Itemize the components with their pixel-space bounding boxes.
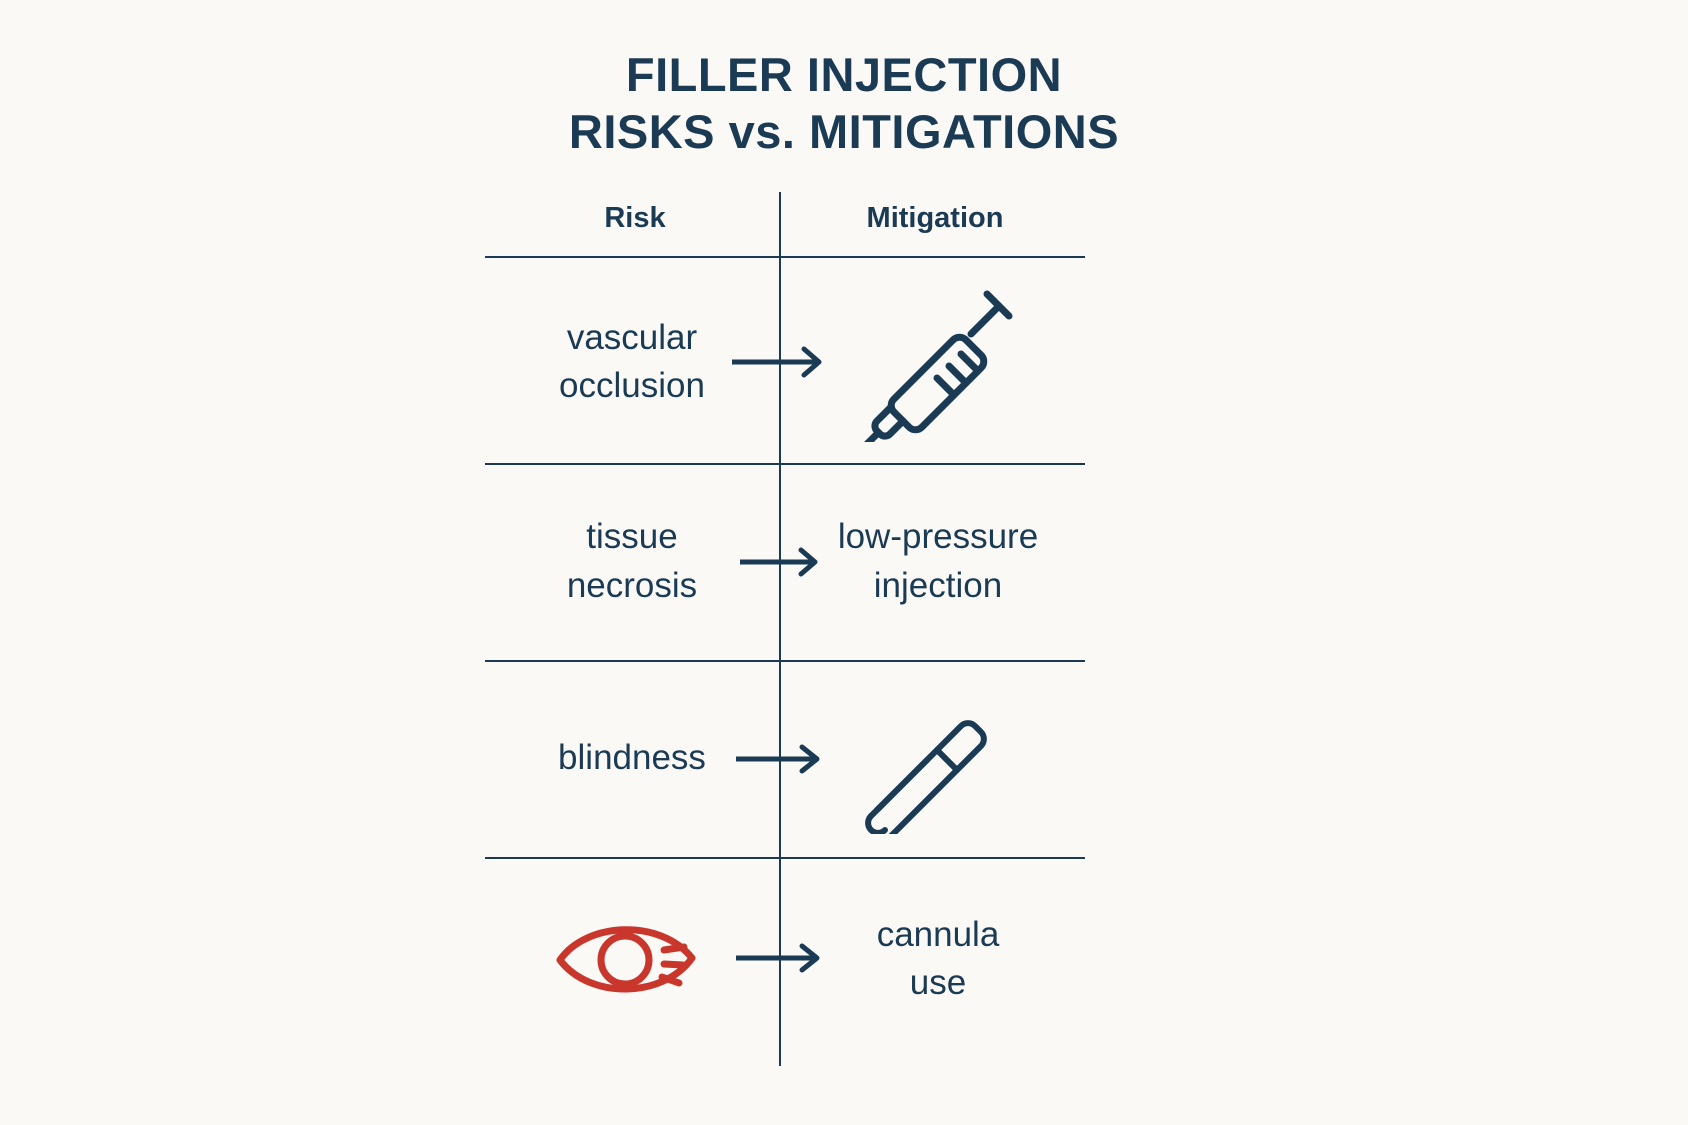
risk-label: vascular occlusion — [559, 317, 705, 405]
table-row: cannula use — [485, 859, 1085, 1059]
column-header-risk: Risk — [604, 201, 666, 234]
eye-icon — [556, 926, 696, 993]
mitigation-cell: low-pressure injection — [791, 513, 1085, 610]
risk-mitigation-table: Risk Mitigation vascular occlusion — [485, 186, 1085, 1066]
mitigation-label: cannula use — [876, 914, 1000, 1002]
row-divider-1 — [485, 463, 1085, 465]
column-header-mitigation: Mitigation — [866, 201, 1004, 234]
risk-cell: blindness — [485, 734, 779, 782]
mitigation-cell: cannula use — [791, 911, 1085, 1008]
header-rule — [485, 256, 1085, 258]
column-divider — [779, 192, 781, 1066]
risk-cell — [485, 914, 779, 1004]
table-row: vascular occlusion — [485, 263, 1085, 461]
page-title: FILLER INJECTION RISKS vs. MITIGATIONS — [0, 46, 1688, 161]
risk-cell: vascular occlusion — [485, 314, 779, 411]
table-header-row: Risk Mitigation — [485, 186, 1085, 256]
risk-cell: tissue necrosis — [485, 513, 779, 610]
risk-label: blindness — [558, 738, 706, 778]
title-line-1: FILLER INJECTION — [625, 48, 1063, 101]
title-line-2: RISKS vs. MITIGATIONS — [568, 105, 1120, 159]
table-row: blindness — [485, 662, 1085, 855]
row-divider-2 — [485, 660, 1085, 662]
cannula-icon — [865, 719, 987, 834]
table-row: tissue necrosis low-pressure injection — [485, 465, 1085, 658]
syringe-icon — [864, 290, 1013, 442]
mitigation-cell — [791, 282, 1085, 442]
mitigation-cell — [791, 684, 1085, 834]
risk-label: tissue necrosis — [566, 517, 698, 605]
mitigation-label: low-pressure injection — [837, 517, 1039, 605]
row-divider-3 — [485, 857, 1085, 859]
